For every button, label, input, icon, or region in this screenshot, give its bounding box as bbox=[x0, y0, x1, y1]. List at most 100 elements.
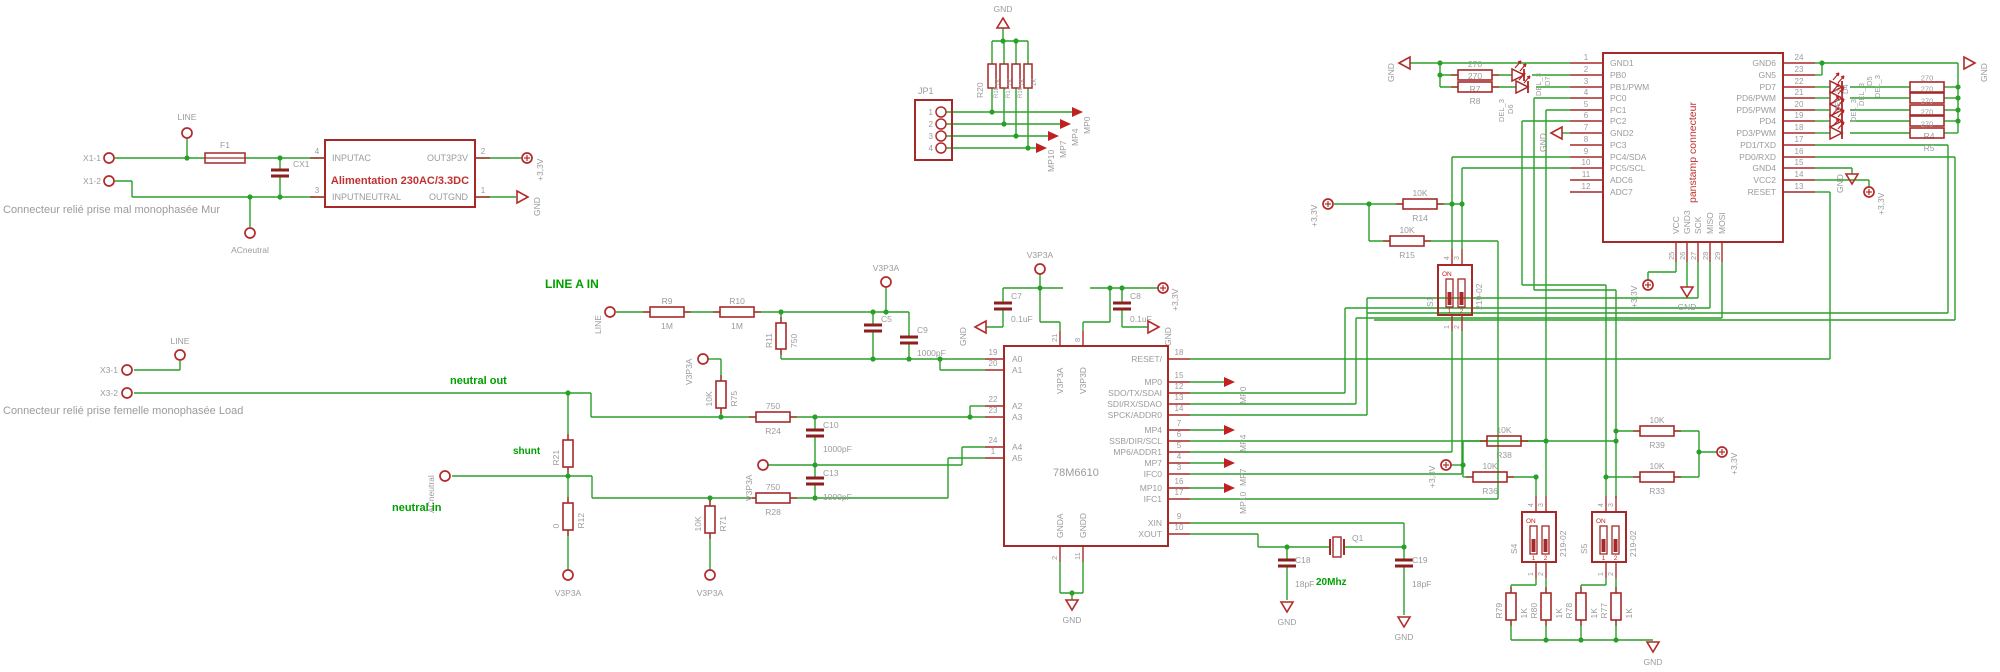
label: 0.1uF bbox=[1130, 314, 1152, 324]
pad-V3P3A[interactable]: V3P3A bbox=[697, 569, 724, 598]
pad-+3,3V[interactable]: +3,3V bbox=[521, 152, 545, 181]
label: 2 bbox=[1538, 572, 1545, 576]
junction bbox=[1000, 38, 1006, 44]
crystal-Q1[interactable]: Q1 bbox=[1329, 533, 1364, 558]
ic-78M6610[interactable]: 78M661019A020A122A223A324A41A518RESET/15… bbox=[985, 331, 1190, 562]
label: GND bbox=[1163, 327, 1173, 346]
label: V3P3A bbox=[1027, 250, 1054, 260]
pad-+3,3V[interactable]: +3,3V bbox=[1716, 446, 1739, 475]
label: RESET bbox=[1748, 187, 1776, 197]
pad-+3,3V[interactable]: +3,3V bbox=[1157, 282, 1180, 311]
pad-LINE[interactable]: LINE bbox=[178, 112, 197, 139]
led[interactable] bbox=[1829, 83, 1845, 106]
label: D6 bbox=[1506, 104, 1515, 114]
pad-V3P3A[interactable]: V3P3A bbox=[873, 263, 900, 288]
net-arrow-MP7: MP7 bbox=[1224, 458, 1248, 486]
pad-X3-2[interactable]: X3-2 bbox=[100, 387, 133, 399]
label: 21 bbox=[1050, 334, 1059, 342]
pad-V3P3A[interactable]: V3P3A bbox=[684, 353, 709, 385]
ic-panstamp-connector[interactable]: panstamp connecteur1GND124GND62PB023GN53… bbox=[1570, 52, 1815, 262]
pad-V3P3A[interactable]: V3P3A bbox=[1027, 250, 1054, 275]
junction bbox=[718, 414, 724, 420]
label: X1-1 bbox=[83, 153, 101, 163]
pad-ACneutral[interactable]: ACneutral bbox=[231, 227, 269, 255]
pad-V3P3A[interactable]: V3P3A bbox=[744, 459, 769, 501]
fuse-F1[interactable]: F1 bbox=[204, 140, 246, 164]
label: MP7 bbox=[1058, 140, 1068, 158]
led[interactable] bbox=[1515, 72, 1531, 95]
label: R12 bbox=[576, 513, 586, 529]
label: PC1 bbox=[1610, 105, 1627, 115]
pad-+3,3V[interactable]: +3,3V bbox=[1863, 186, 1886, 215]
label: DEL_3 bbox=[1497, 99, 1506, 122]
label: +3,3V bbox=[1876, 192, 1886, 215]
junction bbox=[1001, 121, 1007, 127]
resistor-led-2[interactable]: 270 bbox=[1909, 85, 1945, 104]
label: MP7 bbox=[1145, 458, 1163, 468]
led[interactable] bbox=[1829, 72, 1845, 95]
pad-X1-1[interactable]: X1-1 bbox=[83, 152, 115, 164]
resistor-led-1[interactable]: 270 bbox=[1909, 74, 1945, 93]
pad-LINE[interactable]: LINE bbox=[171, 336, 190, 361]
capacitor-C8[interactable]: C80.1uF bbox=[1113, 291, 1152, 324]
capacitor-C7[interactable]: C70.1uF bbox=[994, 291, 1033, 324]
gnd-symbol: GND bbox=[958, 319, 987, 346]
ic-power-supply[interactable]: Alimentation 230AC/3.3DC4INPUTAC3INPUTNE… bbox=[310, 139, 490, 208]
pad-LINE[interactable]: LINE bbox=[593, 306, 616, 334]
capacitor-CX1[interactable]: CX1 bbox=[271, 159, 310, 178]
label: PC3 bbox=[1610, 140, 1627, 150]
resistor-led-3[interactable]: 270 bbox=[1909, 97, 1945, 116]
pad-X3-1[interactable]: X3-1 bbox=[100, 364, 133, 376]
junction bbox=[707, 495, 713, 501]
led[interactable] bbox=[1511, 60, 1527, 83]
junction bbox=[1459, 201, 1465, 207]
pad-ACneutral[interactable]: ACneutral bbox=[426, 470, 451, 513]
led[interactable] bbox=[1829, 95, 1845, 118]
label: S4 bbox=[1509, 543, 1519, 554]
junction bbox=[1543, 438, 1549, 444]
resistor-R21[interactable]: R21 bbox=[551, 434, 574, 473]
pad-+3,3V[interactable]: +3,3V bbox=[1629, 279, 1654, 308]
pad-V3P3A[interactable]: V3P3A bbox=[555, 569, 582, 598]
label: S5 bbox=[1579, 543, 1589, 554]
pad-+3,3V[interactable]: +3,3V bbox=[1309, 198, 1334, 227]
pad-+3,3V[interactable]: +3,3V bbox=[1427, 459, 1452, 488]
led[interactable] bbox=[1829, 118, 1845, 141]
label: 10K bbox=[704, 391, 714, 406]
capacitor-C5[interactable]: C5 bbox=[864, 314, 892, 333]
pad-X1-2[interactable]: X1-2 bbox=[83, 175, 115, 187]
